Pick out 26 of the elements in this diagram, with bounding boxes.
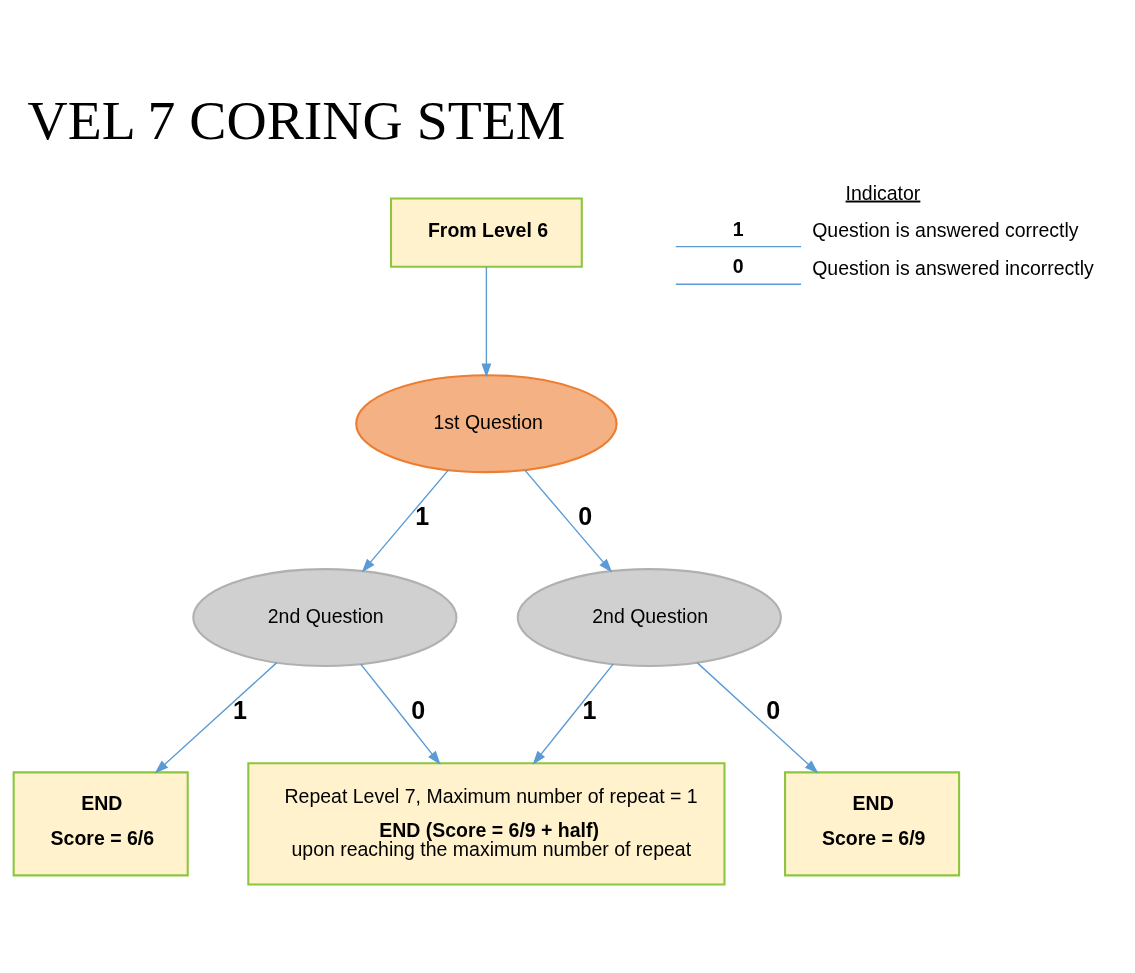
edge-label: 1 [415,502,430,531]
arrow [523,469,613,573]
arrow [481,266,492,378]
edge-label: 1 [232,696,247,725]
arrow [360,663,441,765]
edge-label: 0 [411,696,426,725]
node-box: From Level 6 [389,197,583,268]
node-box: END Score = 6/6 [12,771,189,877]
edge-label: 1 [582,696,597,725]
edge-label: 0 [578,502,593,531]
node-ellipse: 2nd Question [516,568,782,668]
arrow [532,663,614,765]
diagram-title: VEL 7 CORING STEM [27,88,566,151]
arrow [696,661,819,774]
label: Indicator [845,181,921,204]
arrow [361,469,450,573]
node-ellipse: 2nd Question [192,568,458,668]
label: 1 [732,217,744,240]
arrow [154,661,278,774]
legend-label: Question is answered incorrectly [812,256,1094,279]
label: 0 [732,255,744,278]
node-ellipse: 1st Question [355,374,618,474]
node-box: END Score = 6/9 [784,771,961,877]
legend-label: Question is answered correctly [812,219,1079,242]
node-box: Repeat Level 7, Maximum number of repeat = 1 END (Score = 6/9 + half) upon reaching the maximum number of repeat [247,762,726,886]
edge-label: 0 [766,696,781,725]
